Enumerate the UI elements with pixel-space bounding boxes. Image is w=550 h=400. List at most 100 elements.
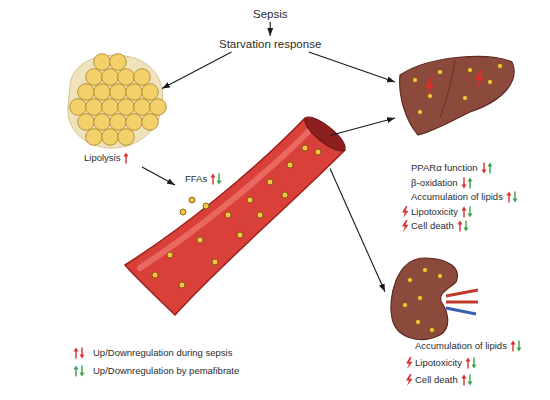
vessel-opening xyxy=(300,112,349,156)
lightning-icon xyxy=(401,206,409,218)
kidney-lipid-dots xyxy=(402,267,442,332)
liver-lipid-dots xyxy=(412,63,502,114)
node-text: FFAs xyxy=(185,173,207,185)
fat-cell xyxy=(150,99,167,116)
arrow-connector xyxy=(270,22,271,36)
node-text: Lipolysis xyxy=(84,152,120,164)
node-text: Starvation response xyxy=(219,38,321,50)
arrow-connector xyxy=(142,167,175,185)
node-text: Lipotoxicity xyxy=(411,206,458,218)
regulation-arrows xyxy=(506,191,519,203)
legend-row: Up/Downregulation during sepsis xyxy=(70,347,239,359)
liver-lightning xyxy=(475,70,484,89)
fat-cell xyxy=(94,54,111,71)
lightning-icon xyxy=(401,220,409,232)
text-row: Lipolysis xyxy=(84,152,130,164)
regulation-arrows xyxy=(481,162,494,174)
node-text: Lipotoxicity xyxy=(415,357,462,369)
text-row: Lipotoxicity xyxy=(401,206,474,218)
text-row: Accumulation of lipids xyxy=(401,191,519,203)
legend-arrows xyxy=(73,365,86,377)
icon-slot xyxy=(401,220,411,232)
text-row: FFAs xyxy=(185,173,223,185)
fat-cell xyxy=(134,69,151,86)
vessel-highlight xyxy=(140,132,308,268)
icon-slot xyxy=(401,162,411,174)
arrow-connector xyxy=(330,118,395,136)
legend-text: Up/Downregulation during sepsis xyxy=(93,347,232,359)
renal-artery xyxy=(446,290,478,302)
fat-cells xyxy=(70,54,167,146)
icon-slot xyxy=(401,177,411,189)
fat-cell xyxy=(78,114,95,131)
text-row: Lipotoxicity xyxy=(405,357,478,369)
fat-cell xyxy=(142,114,159,131)
fat-cell xyxy=(70,99,87,116)
fat-cell xyxy=(126,84,143,101)
fat-cell xyxy=(118,69,135,86)
fat-cell xyxy=(86,99,103,116)
fat-cell xyxy=(110,84,127,101)
renal-vein xyxy=(446,308,476,314)
regulation-arrows xyxy=(210,173,223,185)
node-text: Sepsis xyxy=(253,8,288,20)
fat-cell xyxy=(126,114,143,131)
legend-row: Up/Downregulation by pemafibrate xyxy=(70,365,239,377)
regulation-arrows xyxy=(461,374,474,386)
text-row: Cell death xyxy=(405,374,474,386)
fat-cell xyxy=(118,129,135,146)
text-row: Cell death xyxy=(401,220,470,232)
liver-node: PPARα function β-oxidationAccumulation of… xyxy=(395,55,535,235)
node-text: Accumulation of lipids xyxy=(415,340,507,352)
node-text: Cell death xyxy=(411,220,454,232)
icon-slot xyxy=(401,191,411,203)
fat-cell xyxy=(110,54,127,71)
icon-slot xyxy=(405,374,415,386)
liver xyxy=(400,56,514,135)
trigger-label: Sepsis xyxy=(249,6,292,22)
regulation-arrows xyxy=(457,220,470,232)
lightning-icon xyxy=(405,374,413,386)
arrow-connector xyxy=(330,169,385,292)
regulation-arrows xyxy=(461,177,474,189)
arrow-connector xyxy=(309,52,395,82)
node-text: PPARα function xyxy=(411,162,478,174)
regulation-arrows xyxy=(465,357,478,369)
regulation-arrows xyxy=(461,206,474,218)
text-row: Accumulation of lipids xyxy=(405,340,523,352)
fat-cell xyxy=(94,84,111,101)
blood-vessel xyxy=(125,118,345,315)
fat-cell xyxy=(102,69,119,86)
icon-slot xyxy=(405,340,415,352)
legend-text: Up/Downregulation by pemafibrate xyxy=(93,365,239,377)
fat-cell xyxy=(102,129,119,146)
response-label: Starvation response xyxy=(215,36,325,52)
fat-cell xyxy=(134,99,151,116)
icon-slot xyxy=(401,206,411,218)
fat-cell xyxy=(142,84,159,101)
liver-lobe-line xyxy=(440,60,455,118)
regulation-arrows xyxy=(510,340,523,352)
regulation-arrows xyxy=(123,152,130,164)
arrow-connector xyxy=(162,52,232,89)
kidney xyxy=(391,258,457,340)
fat-cell xyxy=(118,99,135,116)
icon-slot xyxy=(405,357,415,369)
kidney-node: Accumulation of lipidsLipotoxicityCell d… xyxy=(385,258,535,393)
fat-cell xyxy=(94,114,111,131)
fat-cell xyxy=(86,69,103,86)
fat-cell xyxy=(110,114,127,131)
fat-cell xyxy=(102,99,119,116)
fatty-acid-dots xyxy=(152,145,321,288)
text-row: β-oxidation xyxy=(401,177,474,189)
liver-lightning xyxy=(425,78,434,97)
node-text: Cell death xyxy=(415,374,458,386)
legend-arrows xyxy=(73,347,86,359)
text-row: PPARα function xyxy=(401,162,494,174)
fat-cell xyxy=(78,84,95,101)
blood-node: FFAs xyxy=(175,130,330,240)
fat-cell xyxy=(86,129,103,146)
legend: Up/Downregulation during sepsisUp/Downre… xyxy=(70,347,239,383)
